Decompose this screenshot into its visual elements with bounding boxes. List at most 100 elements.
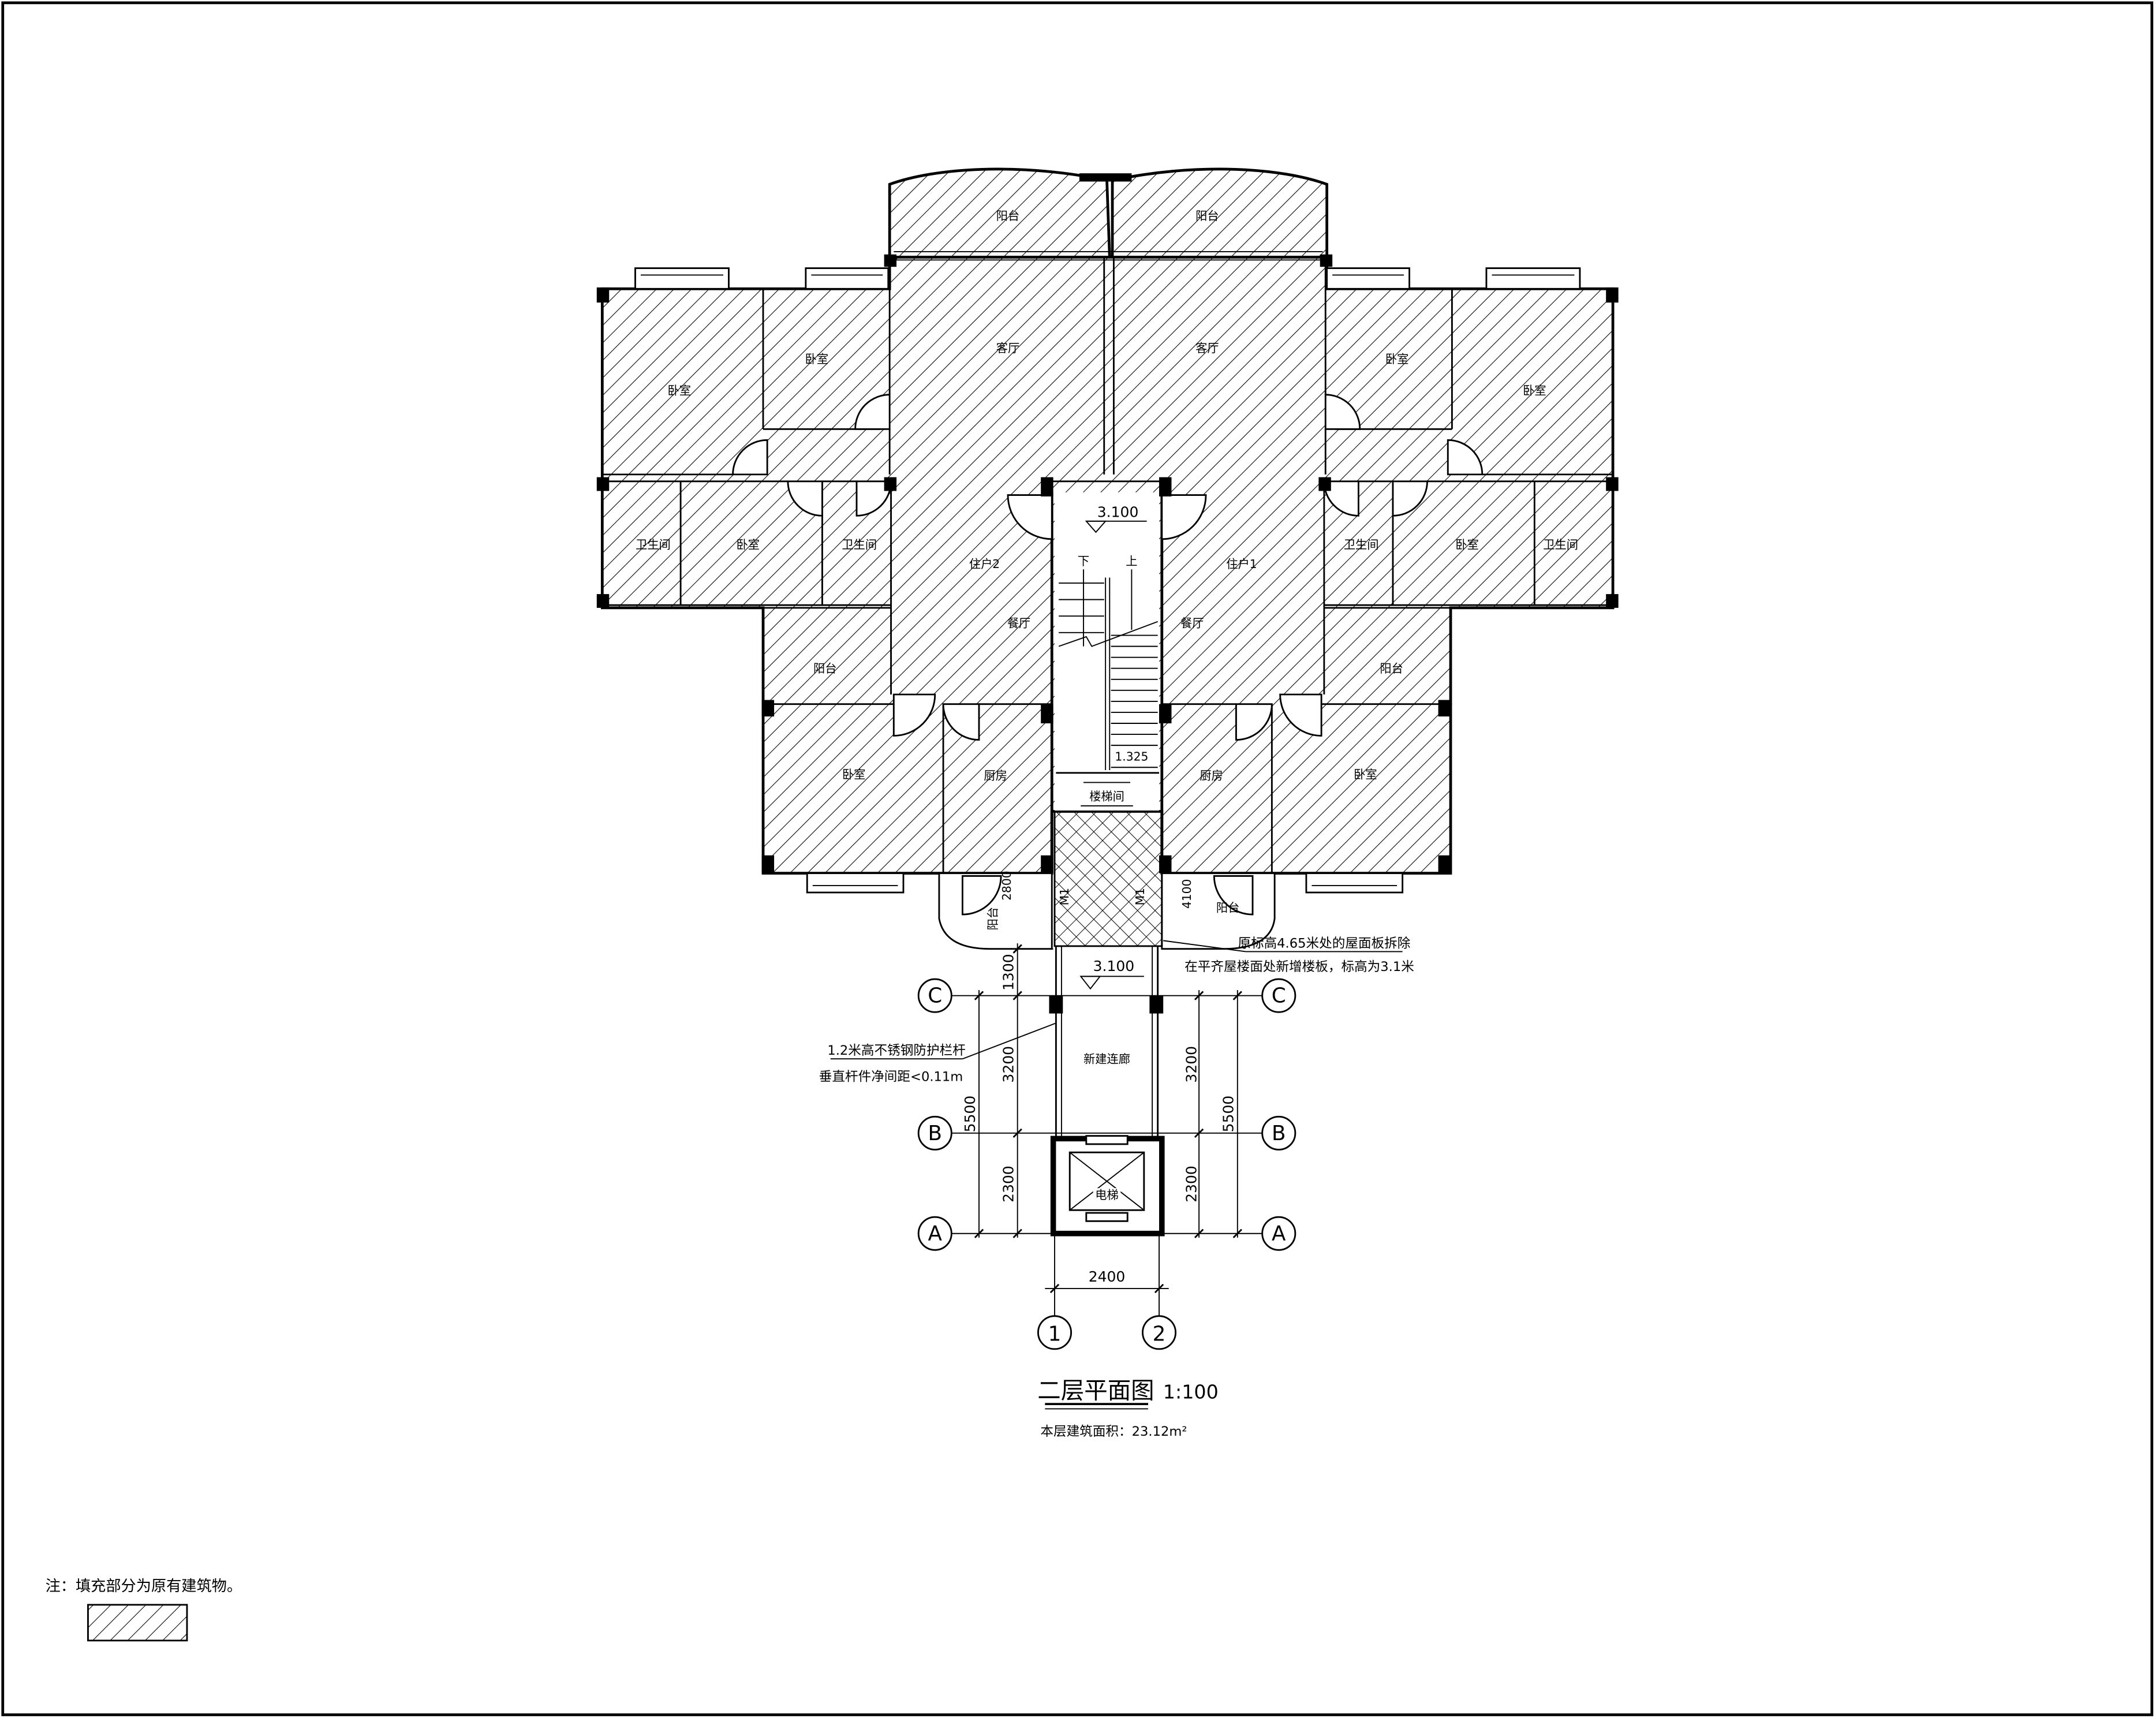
room-label-balcony: 阳台 [1380, 662, 1403, 675]
room-label-living: 客厅 [996, 341, 1019, 355]
floor-area: 本层建筑面积：23.12m² [1040, 1424, 1187, 1439]
drawing-scale: 1:100 [1163, 1381, 1219, 1403]
dim-c-to-b: 3200 [1183, 1046, 1200, 1083]
dimensions: 1300 3200 2300 5500 3200 2300 5500 2400 [962, 943, 1242, 1294]
room-label-bathroom: 卫生间 [842, 537, 877, 551]
dim-tick [1194, 991, 1204, 1000]
railing-spacing-note: 垂直杆件净间距<0.11m [819, 1069, 963, 1084]
room-label-bathroom: 卫生间 [1543, 537, 1578, 551]
room-label-bedroom: 卧室 [737, 537, 760, 551]
column [761, 700, 775, 717]
elevator-label-bg [1093, 1188, 1121, 1202]
grid-bubble [1037, 1315, 1073, 1350]
grid-bubble [1142, 1315, 1177, 1350]
dim-tick [1049, 1283, 1060, 1294]
dim-tick [1012, 991, 1022, 1000]
elevation-mark-corridor: 3.100 [1079, 958, 1144, 990]
door-swing [787, 480, 823, 517]
room-labels: 阳台 阳台 客厅 客厅 卧室 卧室 卧室 卧室 卫生间 卧室 卫生间 卫生间 卧… [636, 209, 1578, 930]
door-swing [892, 693, 936, 737]
elevation-triangle [1085, 520, 1107, 533]
column [596, 287, 610, 303]
room-label-balcony: 阳台 [996, 209, 1019, 223]
existing-building: 下 上 1.325 楼梯间 3.100 [596, 167, 1619, 950]
annotation-railing: 1.2米高不锈钢防护栏杆 垂直杆件净间距<0.11m [819, 1022, 1056, 1084]
elevator-label: 电梯 [1095, 1188, 1118, 1202]
room-label-dining: 餐厅 [1180, 616, 1204, 630]
legend: 注：填充部分为原有建筑物。 [46, 1578, 242, 1642]
door-mark-right: M1 [1133, 888, 1147, 905]
dim-tick [974, 991, 984, 1000]
door-swing [732, 439, 768, 476]
column [761, 855, 775, 873]
door-swing [942, 703, 980, 741]
column [884, 254, 897, 267]
column [1159, 704, 1172, 724]
elevation-mark-stair: 3.100 [1085, 504, 1147, 533]
room-label-bathroom: 卫生间 [1344, 537, 1379, 551]
balcony-dim-right: 4100 [1180, 879, 1194, 909]
unit-label: 住户1 [1226, 557, 1257, 571]
dim-c-to-a: 5500 [962, 1096, 978, 1133]
interior-walls [602, 257, 1613, 873]
room-label-kitchen: 厨房 [1200, 769, 1223, 783]
balcony-joint [1079, 173, 1132, 182]
grid-bubble [1261, 1216, 1296, 1251]
grid-axes: C C B B A A 1 2 [917, 978, 1296, 1350]
dim-tick [974, 1228, 984, 1238]
window-bay [805, 267, 890, 290]
stair-hall-label: 楼梯间 [1089, 789, 1124, 803]
elevator: 电梯 [1050, 1135, 1165, 1237]
grid-label-b: B [1272, 1122, 1286, 1145]
elevator-door [1085, 1135, 1129, 1145]
room-label-bedroom: 卧室 [667, 384, 690, 398]
grid-label-b: B [928, 1122, 943, 1145]
column [1041, 704, 1053, 724]
door-swing [1161, 494, 1207, 540]
column [1606, 594, 1619, 608]
corridor-label: 新建连廊 [1083, 1052, 1130, 1066]
new-corridor: 新建连廊 3.100 电梯 [1049, 946, 1165, 1237]
room-label-bedroom: 卧室 [805, 352, 828, 366]
grid-bubble [917, 978, 952, 1013]
dim-width: 2400 [1089, 1268, 1126, 1285]
grid-label-a: A [928, 1222, 943, 1246]
column [1159, 477, 1172, 496]
column [1606, 287, 1619, 303]
room-label-living: 客厅 [1195, 341, 1219, 355]
dim-c-to-a: 5500 [1220, 1096, 1237, 1133]
grid-label-c: C [1272, 984, 1286, 1008]
column [1438, 855, 1451, 873]
grid-label-c: C [928, 984, 942, 1008]
dim-tick [1012, 1128, 1022, 1138]
window-bay [806, 872, 905, 894]
stair-break-line [1058, 621, 1158, 647]
grid-label-2: 2 [1153, 1323, 1166, 1346]
balcony-top-right [1111, 167, 1329, 259]
room-label-bedroom: 卧室 [1385, 352, 1408, 366]
dim-tick [1232, 1228, 1242, 1238]
stair-up-label: 上 [1126, 554, 1137, 568]
room-label-dining: 餐厅 [1007, 616, 1030, 630]
elevator-car [1068, 1151, 1145, 1211]
column [1049, 995, 1063, 1014]
column [596, 477, 610, 491]
columns [596, 254, 1619, 873]
unit-label: 住户2 [969, 557, 1000, 571]
window-bay [1305, 872, 1404, 894]
room-label-kitchen: 厨房 [984, 769, 1007, 783]
dim-b-to-a: 2300 [1000, 1166, 1017, 1202]
dim-tick [1232, 991, 1242, 1000]
room-label-bedroom: 卧室 [1354, 767, 1377, 781]
room-label-balcony: 阳台 [1216, 901, 1239, 914]
room-label-balcony: 阳台 [1195, 209, 1219, 223]
column [596, 594, 610, 608]
room-label-bedroom: 卧室 [1523, 384, 1546, 398]
elevator-cross [1069, 1152, 1145, 1211]
grid-label-a: A [1272, 1222, 1286, 1246]
column [1606, 477, 1619, 491]
grid-bubble [917, 1216, 952, 1251]
door-swings [732, 394, 1484, 916]
